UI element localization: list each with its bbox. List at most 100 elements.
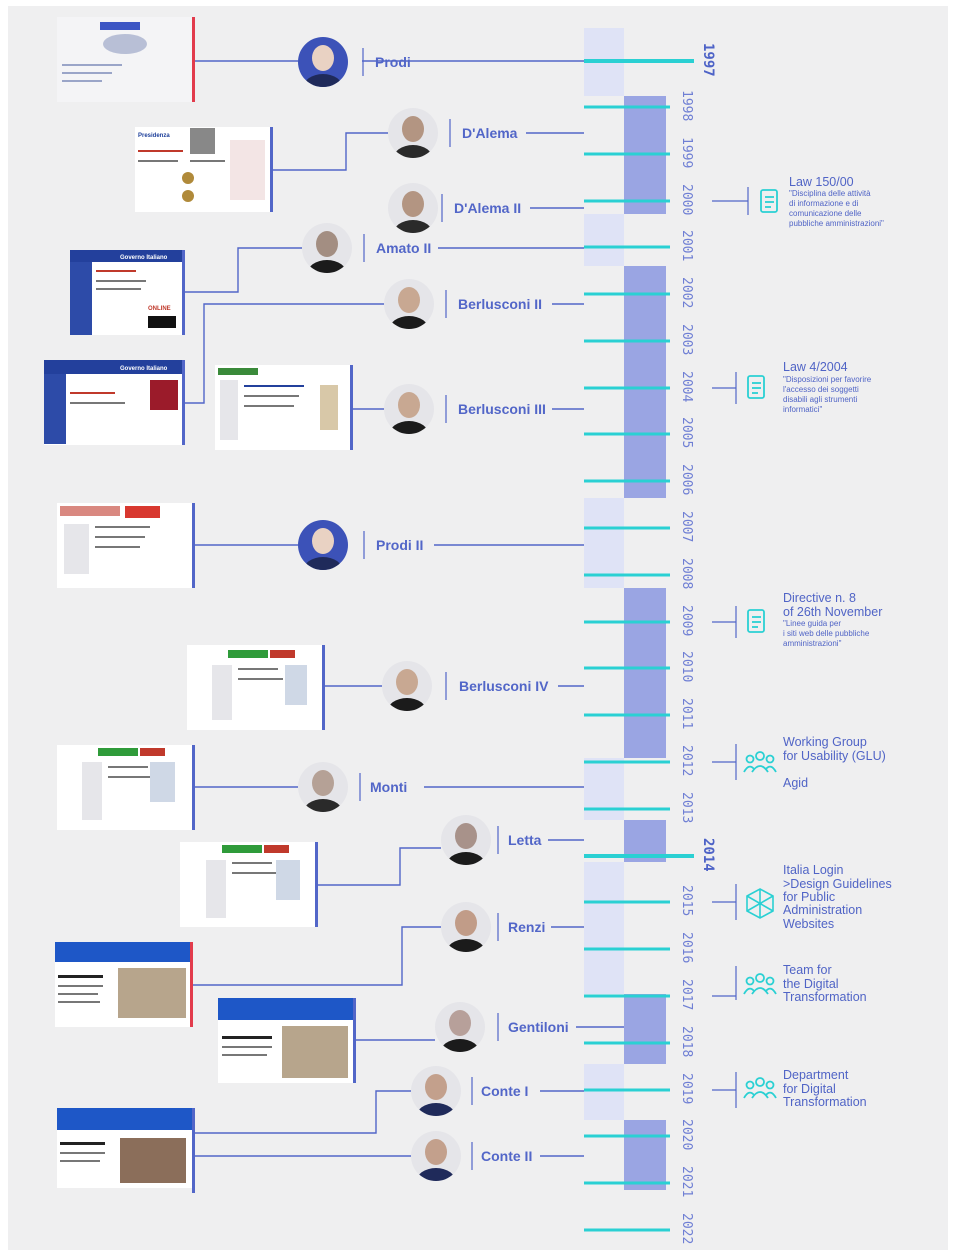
year-label: 1999 (679, 137, 694, 168)
website-screenshots: Presidenza Governo Italiano ONLINE G (44, 17, 356, 1193)
connector-amato (184, 247, 584, 293)
band-conte-2 (624, 1120, 666, 1190)
event-subtitle: informatici" (783, 405, 822, 414)
pm-name-renzi: Renzi (508, 919, 545, 935)
event-directive-8: Directive n. 8 of 26th November "Linee g… (712, 591, 882, 648)
event-subtitle: "Linee guida per (783, 619, 841, 628)
event-title: Agid (783, 776, 808, 790)
year-label: 2005 (679, 417, 694, 448)
event-department-digital-transformation: Department for Digital Transformation (712, 1068, 867, 1109)
avatar-renzi (441, 902, 491, 952)
band-berlusconi-4 (624, 588, 666, 758)
pm-name-amato-2: Amato II (376, 240, 431, 256)
website-screenshot-1998: Presidenza (135, 127, 273, 212)
avatar-conte-2 (411, 1131, 461, 1181)
event-title: of 26th November (783, 605, 882, 619)
event-title: for Digital (783, 1082, 836, 1096)
year-label: 2002 (679, 277, 694, 308)
website-screenshot-2008 (187, 645, 325, 730)
website-screenshot-2014 (55, 942, 193, 1027)
pm-name-prodi-2: Prodi II (376, 537, 423, 553)
avatar-berlusconi-2 (384, 279, 434, 329)
website-screenshot-2001: Governo Italiano ONLINE (70, 250, 185, 335)
pm-name-berlusconi-3: Berlusconi III (458, 401, 546, 417)
website-screenshot-2005 (215, 365, 353, 450)
year-label: 2020 (679, 1119, 694, 1150)
pm-name-berlusconi-2: Berlusconi II (458, 296, 542, 312)
year-label: 2015 (679, 885, 694, 916)
avatar-letta (441, 815, 491, 865)
connector-lines (184, 60, 624, 1157)
event-subtitle: disabili agli strumenti (783, 395, 857, 404)
band-monti (584, 758, 624, 820)
pm-name-berlusconi-4: Berlusconi IV (459, 678, 549, 694)
connector-renzi (193, 926, 584, 986)
document-icon (747, 609, 765, 633)
event-team-digital-transformation: Team for the Digital Transformation (712, 963, 867, 1004)
event-subtitle: "Disciplina delle attività (789, 189, 871, 198)
year-ticks (584, 59, 694, 1232)
screenshot-title: Governo Italiano (120, 255, 168, 261)
year-label: 2016 (679, 932, 694, 963)
year-label: 2003 (679, 324, 694, 355)
year-label: 1997 (700, 43, 716, 77)
year-label: 2010 (679, 651, 694, 682)
event-title: Transformation (783, 990, 867, 1004)
avatar-prodi-2 (298, 520, 348, 570)
event-italia-login: Italia Login >Design Guidelines for Publ… (712, 863, 892, 931)
portraits (298, 37, 491, 1181)
pm-name-conte-1: Conte I (481, 1083, 528, 1099)
people-icon (743, 1077, 777, 1099)
year-label: 2013 (679, 792, 694, 823)
event-title: Team for (783, 963, 832, 977)
event-working-group: Working Group for Usability (GLU) Agid (712, 735, 886, 790)
event-title: Transformation (783, 1095, 867, 1109)
band-gentiloni (624, 994, 666, 1064)
avatar-amato (302, 223, 352, 273)
event-title: Law 150/00 (789, 175, 854, 189)
event-law-4-2004: Law 4/2004 "Disposizioni per favorire l'… (712, 360, 872, 414)
event-title: Websites (783, 917, 834, 931)
event-title: Department (783, 1068, 849, 1082)
year-label: 2007 (679, 511, 694, 542)
pm-name-gentiloni: Gentiloni (508, 1019, 569, 1035)
avatar-conte-1 (411, 1066, 461, 1116)
avatar-berlusconi-3 (384, 384, 434, 434)
pm-name-monti: Monti (370, 779, 407, 795)
event-subtitle: pubbliche amministrazioni" (789, 219, 884, 228)
connector-gentiloni (355, 1026, 624, 1041)
avatar-dalema-2 (388, 183, 438, 233)
year-label: 2018 (679, 1026, 694, 1057)
year-label: 2017 (679, 979, 694, 1010)
event-subtitle: di informazione e di (789, 199, 859, 208)
year-label: 2011 (679, 698, 694, 729)
event-title: Directive n. 8 (783, 591, 856, 605)
event-title: the Digital (783, 977, 839, 991)
year-label: 2000 (679, 184, 694, 215)
screenshot-online: ONLINE (148, 306, 171, 312)
event-title: Administration (783, 903, 862, 917)
band-amato (584, 214, 624, 266)
year-label: 2012 (679, 745, 694, 776)
avatar-gentiloni (435, 1002, 485, 1052)
people-icon (743, 751, 777, 773)
event-title: for Public (783, 890, 835, 904)
pm-labels: Prodi D'Alema D'Alema II Amato II Berlus… (359, 48, 569, 1170)
year-label: 2014 (700, 838, 716, 872)
events: Law 150/00 "Disciplina delle attività di… (712, 175, 892, 1109)
avatar-prodi (298, 37, 348, 87)
connector-dalema (272, 132, 584, 171)
pm-name-conte-2: Conte II (481, 1148, 532, 1164)
website-screenshot-1997 (57, 17, 195, 102)
event-subtitle: comunicazione delle (789, 209, 862, 218)
year-labels: 1997 1998 1999 2000 2001 2002 2003 2004 … (679, 43, 716, 1244)
screenshot-title: Governo Italiano (120, 366, 168, 372)
year-label: 2004 (679, 371, 694, 402)
cube-icon (746, 888, 774, 919)
document-icon (760, 189, 778, 213)
event-subtitle: i siti web delle pubbliche (783, 629, 870, 638)
pm-name-prodi: Prodi (375, 54, 411, 70)
event-title: Working Group (783, 735, 867, 749)
year-label: 2019 (679, 1073, 694, 1104)
year-label: 2008 (679, 558, 694, 589)
